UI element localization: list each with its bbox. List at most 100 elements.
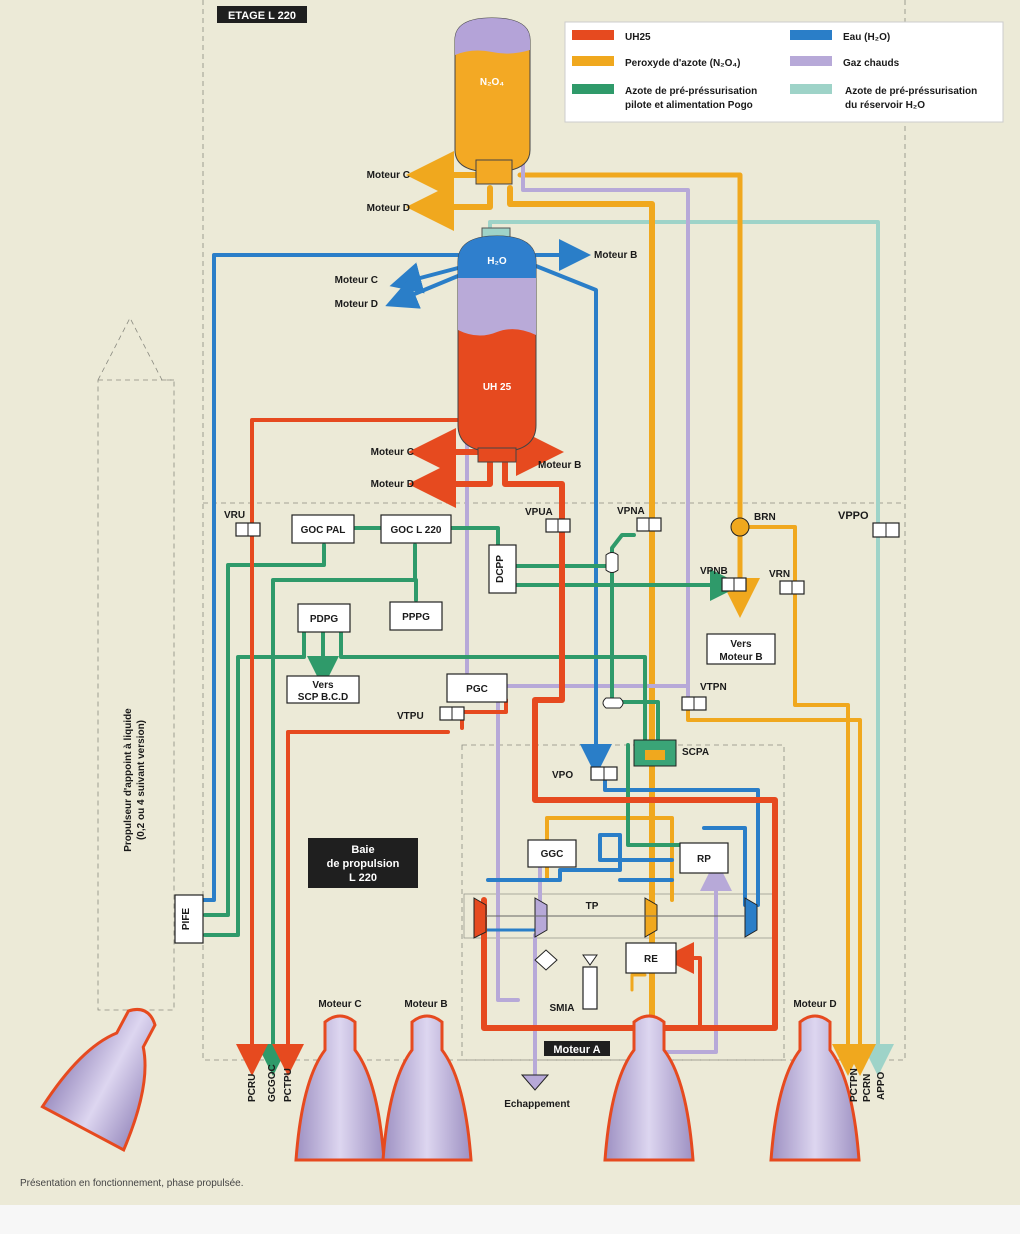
legend-eau: Eau (H₂O) bbox=[843, 32, 890, 43]
svg-text:PDPG: PDPG bbox=[310, 614, 339, 625]
component-scpa: SCPA bbox=[633, 739, 709, 767]
valve-vpua[interactable]: VPUA bbox=[525, 507, 571, 533]
svg-text:RP: RP bbox=[697, 854, 711, 865]
svg-text:Vers: Vers bbox=[312, 680, 334, 691]
component-dcpp: DCPP bbox=[488, 544, 517, 594]
pump-n2o4-icon bbox=[644, 897, 658, 938]
valve-vppo[interactable]: VPPO bbox=[838, 510, 900, 538]
component-vers-scp: Vers SCP B.C.D bbox=[286, 675, 360, 704]
legend-azote-h2o-2: du réservoir H₂O bbox=[845, 100, 925, 111]
valve-vtpu[interactable]: VTPU bbox=[397, 706, 465, 722]
svg-text:GGC: GGC bbox=[541, 849, 564, 860]
svg-text:VRN: VRN bbox=[769, 569, 790, 580]
pump-uh25-icon bbox=[473, 897, 487, 939]
uh25-label: UH 25 bbox=[483, 382, 512, 393]
valve-vpna[interactable]: VPNA bbox=[617, 506, 662, 532]
turbine-icon bbox=[534, 897, 548, 938]
label-tp: TP bbox=[586, 901, 599, 912]
svg-text:Moteur B: Moteur B bbox=[404, 999, 447, 1010]
svg-text:Moteur C: Moteur C bbox=[318, 999, 361, 1010]
engine-a-zone bbox=[461, 744, 785, 1061]
svg-text:SMIA: SMIA bbox=[550, 1003, 575, 1014]
svg-text:SCP B.C.D: SCP B.C.D bbox=[298, 692, 348, 703]
legend-azote-pilote: Azote de pré-préssurisation bbox=[625, 86, 757, 97]
label-moteur-b-low: Moteur B bbox=[538, 460, 581, 471]
svg-text:VRU: VRU bbox=[224, 510, 245, 521]
component-ggc: GGC bbox=[527, 839, 577, 868]
svg-text:VPO: VPO bbox=[552, 770, 573, 781]
svg-text:DCPP: DCPP bbox=[495, 555, 506, 583]
svg-text:GOC PAL: GOC PAL bbox=[301, 525, 346, 536]
svg-text:Vers: Vers bbox=[730, 639, 752, 650]
svg-text:RE: RE bbox=[644, 954, 658, 965]
label-moteur-d-top: Moteur D bbox=[367, 203, 410, 214]
svg-text:VPNB: VPNB bbox=[700, 566, 728, 577]
component-re: RE bbox=[625, 942, 677, 974]
legend-swatch-gaz bbox=[790, 56, 832, 66]
svg-text:PGC: PGC bbox=[466, 684, 488, 695]
legend-swatch-n2o4 bbox=[572, 56, 614, 66]
component-pgc: PGC bbox=[446, 673, 508, 703]
label-moteur-c-mid: Moteur C bbox=[335, 275, 378, 286]
legend-swatch-azote-h2o bbox=[790, 84, 832, 94]
legend-n2o4: Peroxyde d'azote (N₂O₄) bbox=[625, 58, 741, 69]
valve-vtpn[interactable]: VTPN bbox=[681, 682, 727, 711]
svg-text:VTPU: VTPU bbox=[397, 711, 424, 722]
legend-swatch-uh25 bbox=[572, 30, 614, 40]
legend-azote-pilote-2: pilote et alimentation Pogo bbox=[625, 100, 753, 111]
svg-text:(0,2 ou 4 suivant version): (0,2 ou 4 suivant version) bbox=[136, 720, 147, 840]
component-rp: RP bbox=[679, 842, 729, 874]
filter-icon bbox=[534, 949, 558, 971]
legend-swatch-eau bbox=[790, 30, 832, 40]
valve-vrn[interactable]: VRN bbox=[769, 569, 805, 595]
legend-swatch-azote-pilote bbox=[572, 84, 614, 94]
engine-d: Moteur D bbox=[769, 999, 861, 1162]
accumulator-icon bbox=[602, 697, 624, 709]
exhaust-icon bbox=[520, 1074, 550, 1091]
n2o4-label: N₂O₄ bbox=[480, 77, 504, 88]
component-goc-pal: GOC PAL bbox=[291, 514, 355, 544]
legend-gaz: Gaz chauds bbox=[843, 58, 900, 69]
n2o4-tank: N₂O₄ bbox=[454, 17, 531, 185]
svg-text:Propulseur d'appoint à liquide: Propulseur d'appoint à liquide bbox=[123, 708, 134, 852]
pipes-uh25 bbox=[236, 418, 778, 1076]
legend-azote-h2o: Azote de pré-préssurisation bbox=[845, 86, 977, 97]
label-moteur-c-low: Moteur C bbox=[371, 447, 414, 458]
svg-text:de propulsion: de propulsion bbox=[327, 858, 400, 870]
svg-text:VTPN: VTPN bbox=[700, 682, 727, 693]
outlet-pcru: PCRU bbox=[247, 1074, 258, 1102]
svg-text:PPPG: PPPG bbox=[402, 612, 430, 623]
pipes-n2o4 bbox=[406, 151, 876, 1076]
caption: Présentation en fonctionnement, phase pr… bbox=[20, 1178, 244, 1189]
valve-vpnb[interactable]: VPNB bbox=[700, 566, 747, 592]
bottom-strip bbox=[0, 1205, 1020, 1234]
valve-brn[interactable]: BRN bbox=[730, 512, 776, 537]
outlet-appo: APPO bbox=[876, 1071, 887, 1100]
svg-text:SCPA: SCPA bbox=[682, 747, 709, 758]
component-pife: PIFE bbox=[174, 894, 204, 944]
svg-text:VPNA: VPNA bbox=[617, 506, 645, 517]
svg-text:Baie: Baie bbox=[351, 844, 374, 856]
bay-label: Baie de propulsion L 220 bbox=[308, 838, 418, 888]
svg-text:GOC L 220: GOC L 220 bbox=[391, 525, 442, 536]
label-moteur-b-mid: Moteur B bbox=[594, 250, 637, 261]
stage-title: ETAGE L 220 bbox=[228, 10, 296, 22]
component-smia: SMIA bbox=[550, 954, 598, 1014]
valve-vru[interactable]: VRU bbox=[224, 510, 261, 537]
label-moteur-c-top: Moteur C bbox=[367, 170, 410, 181]
pump-eau-icon bbox=[744, 897, 758, 938]
outlet-gcgoc: GCGOC bbox=[267, 1064, 278, 1102]
legend: UH25 Eau (H₂O) Peroxyde d'azote (N₂O₄) G… bbox=[564, 21, 1004, 123]
engine-booster bbox=[40, 1007, 157, 1152]
svg-text:BRN: BRN bbox=[754, 512, 776, 523]
h2o-label: H₂O bbox=[487, 256, 507, 267]
svg-text:VPPO: VPPO bbox=[838, 510, 869, 522]
component-goc-l220: GOC L 220 bbox=[380, 514, 452, 544]
component-pppg: PPPG bbox=[389, 601, 443, 631]
valve-vpo[interactable]: VPO bbox=[552, 766, 618, 781]
stage-title-box bbox=[217, 6, 307, 23]
engine-b: Moteur B bbox=[381, 999, 473, 1162]
legend-uh25: UH25 bbox=[625, 32, 651, 43]
